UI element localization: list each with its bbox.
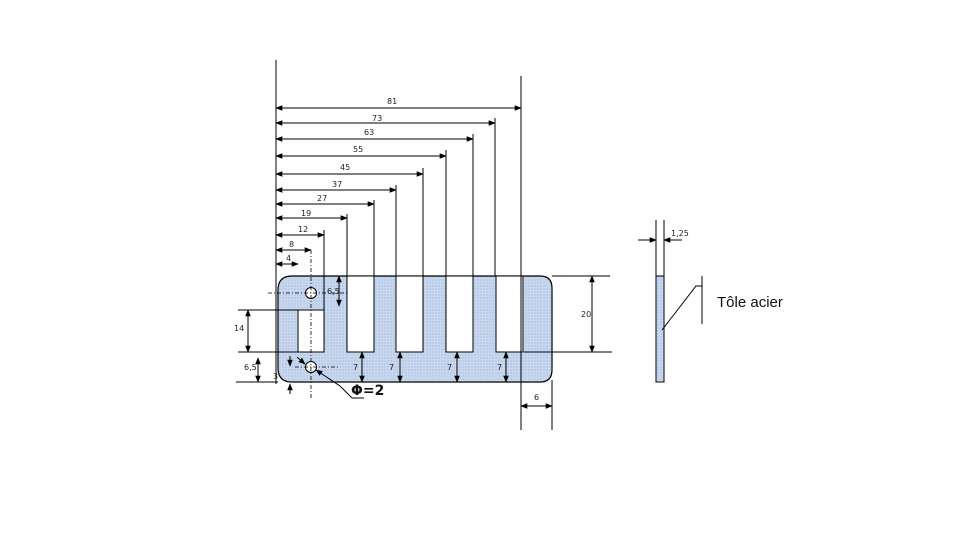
slot-4 (445, 275, 474, 353)
dim-corner-offset: 6 (534, 393, 539, 402)
dim-4: 4 (286, 254, 291, 263)
vertical-dimensions: 6,5 14 6,5 3 7 7 7 7 20 6 Φ=2 (234, 275, 595, 409)
dim-plate-height: 20 (581, 310, 591, 319)
plate-side-view: 1,25 Tôle acier (638, 220, 783, 383)
dim-55: 55 (353, 145, 363, 154)
hole-diameter-label: Φ=2 (351, 383, 384, 399)
material-label: Tôle acier (717, 294, 783, 311)
dim-web-3: 7 (447, 363, 452, 372)
dim-web-2: 7 (389, 363, 394, 372)
dim-73: 73 (372, 114, 382, 123)
dim-63: 63 (364, 128, 374, 137)
slot-3 (395, 275, 424, 353)
dim-12: 12 (298, 225, 308, 234)
dim-bottom-small: 3 (273, 372, 278, 381)
dim-8: 8 (289, 240, 294, 249)
slot-2 (346, 275, 375, 353)
dim-bottom-left: 6,5 (244, 363, 257, 372)
slot-5 (495, 275, 524, 353)
dim-hole-offset: 6,5 (327, 287, 340, 296)
dim-web-4: 7 (497, 363, 502, 372)
dim-37: 37 (332, 180, 342, 189)
dim-27: 27 (317, 194, 327, 203)
dim-19: 19 (301, 209, 311, 218)
dim-thickness: 1,25 (671, 229, 689, 238)
dim-web-1: 7 (353, 363, 358, 372)
dim-notch-depth: 14 (234, 324, 244, 333)
plate-front-view (268, 250, 553, 398)
dim-45: 45 (340, 163, 350, 172)
dim-81: 81 (387, 97, 397, 106)
horizontal-dimensions: 81 73 63 55 45 37 27 19 12 8 4 (275, 97, 522, 267)
